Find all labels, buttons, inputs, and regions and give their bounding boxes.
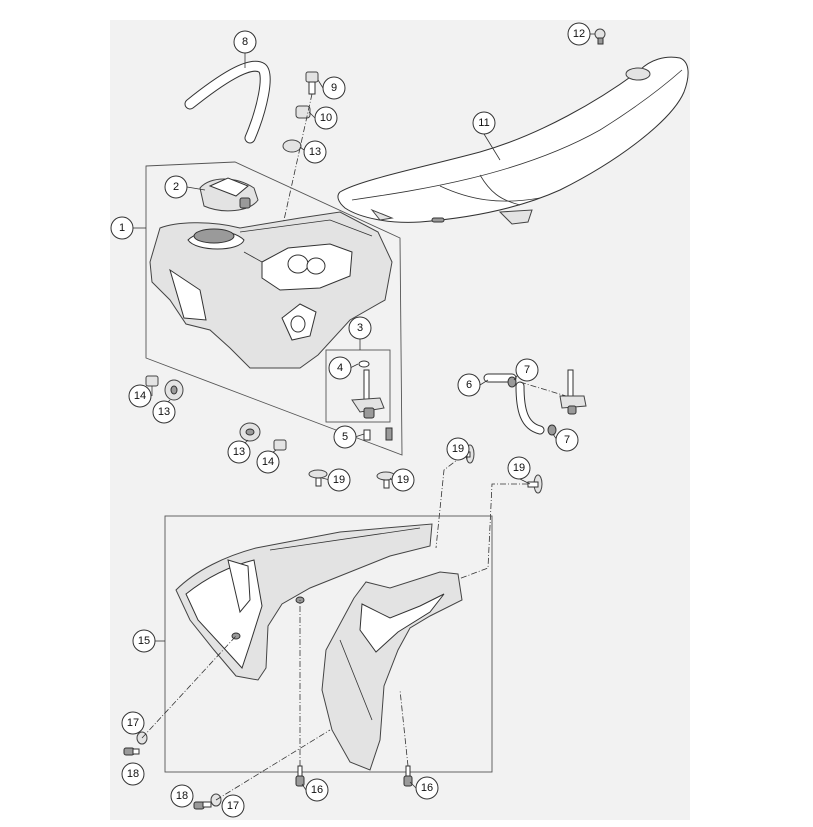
seat [337,56,689,225]
callout-11: 11 [472,111,496,135]
callout-label: 12 [573,28,585,40]
spoiler-bolt [295,765,413,787]
callout-label: 4 [337,362,343,374]
callout-label: 17 [127,717,139,729]
callout-label: 15 [138,635,150,647]
callout-label: 11 [478,117,489,129]
o-ring [358,360,370,368]
callout-10: 10 [314,106,338,130]
callout-17a: 17 [121,711,145,735]
callout-label: 18 [127,768,139,780]
callout-4: 4 [328,356,352,380]
callout-label: 3 [357,322,363,334]
callout-9: 9 [322,76,346,100]
callout-label: 16 [421,782,433,794]
callout-7a: 7 [515,358,539,382]
callout-16b: 16 [415,776,439,800]
spoiler-set [175,523,463,771]
callout-19c: 19 [446,437,470,461]
fuel-tap-assembly-right [559,369,587,415]
washer [295,105,311,119]
callout-label: 2 [173,181,179,193]
fuel-hose [483,373,545,435]
spoiler-set-frame [164,515,493,773]
rubber-bushing [282,139,302,153]
callout-label: 10 [320,112,332,124]
callout-label: 18 [176,790,188,802]
callout-5: 5 [333,425,357,449]
callout-2: 2 [164,175,188,199]
callout-3: 3 [348,316,372,340]
callout-label: 7 [564,434,570,446]
callout-1: 1 [110,216,134,240]
callout-19d: 19 [507,456,531,480]
callout-label: 9 [331,82,337,94]
callout-label: 1 [119,222,125,234]
callout-17b: 17 [221,794,245,818]
callout-label: 7 [524,364,530,376]
callout-label: 17 [227,800,239,812]
callout-label: 6 [466,379,472,391]
rubber-bushing-lower [164,379,261,442]
callout-label: 16 [311,784,323,796]
tank-bolt [145,375,287,451]
callout-19b: 19 [391,468,415,492]
callout-label: 13 [233,446,245,458]
callout-18b: 18 [170,784,194,808]
tap-screw [363,427,393,441]
callout-18a: 18 [121,762,145,786]
collar-bolt [305,71,319,95]
callout-label: 13 [309,146,321,158]
callout-label: 14 [262,456,274,468]
fuel-tap-assembly [351,369,385,419]
callout-13c: 13 [227,440,251,464]
callout-label: 19 [513,462,525,474]
callout-label: 19 [333,474,345,486]
callout-label: 19 [452,443,464,455]
callout-16a: 16 [305,778,329,802]
callout-15: 15 [132,629,156,653]
tank-cap [199,177,259,212]
callout-12: 12 [567,22,591,46]
fuel-tap-frame [325,349,391,423]
callout-13b: 13 [152,400,176,424]
callout-14b: 14 [256,450,280,474]
leader-lines [133,33,595,791]
seat-fastener [594,28,606,45]
callout-label: 14 [134,390,146,402]
tank-group-frame [145,161,403,456]
callout-8: 8 [233,30,257,54]
callout-7b: 7 [555,428,579,452]
spoiler-screw [123,747,212,810]
callout-14a: 14 [128,384,152,408]
callout-13a: 13 [303,140,327,164]
callout-label: 19 [397,474,409,486]
callout-label: 5 [342,431,348,443]
callout-label: 13 [158,406,170,418]
breather-hose [184,60,271,144]
callout-6: 6 [457,373,481,397]
hose-clamp [507,376,557,436]
callout-19a: 19 [327,468,351,492]
callout-label: 8 [242,36,248,48]
fuel-tank [149,211,393,369]
